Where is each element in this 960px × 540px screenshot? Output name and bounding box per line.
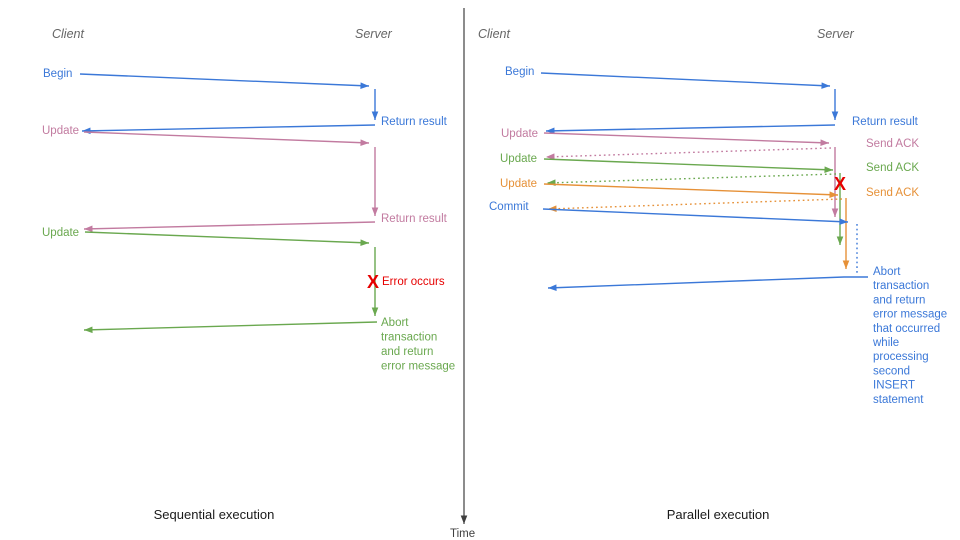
parallel-abort-message-label-line-5: that occurred [873, 323, 940, 335]
sequential-return-result-1-label: Return result [381, 116, 448, 128]
parallel-begin-return-line [545, 124, 836, 132]
parallel-begin-return-arrowhead [546, 127, 555, 135]
parallel-abort-message-label-line-9: INSERT [873, 380, 915, 392]
parallel-abort-message-label-line-2: transaction [873, 280, 929, 292]
parallel-send-ack-2-label: Send ACK [866, 162, 919, 174]
sequential-server-header: Server [355, 27, 393, 41]
sequential-client-header: Client [52, 27, 84, 41]
sequential-update-2-label: Update [42, 227, 79, 239]
sequential-begin-processing-arrowhead [371, 111, 379, 120]
parallel-begin-request-arrowhead [821, 82, 830, 89]
sequential-begin-request-line [79, 73, 370, 87]
sequential-update1-return-line [83, 221, 376, 230]
parallel-server-header: Server [817, 27, 855, 41]
sequential-abort-message-label-line-1: Abort [381, 317, 409, 329]
parallel-update2-processing-arrowhead [836, 236, 844, 245]
sequential-begin-request-arrowhead [360, 82, 369, 89]
parallel-caption: Parallel execution [667, 507, 770, 522]
parallel-send-ack-3-label: Send ACK [866, 187, 919, 199]
sequential-abort-message-label: Abort transaction and return error message [381, 317, 455, 373]
sequential-begin-label: Begin [43, 68, 72, 80]
sequential-begin-return-line [81, 124, 376, 132]
parallel-begin-processing-arrowhead [831, 111, 839, 120]
time-axis-arrowhead [460, 515, 468, 524]
parallel-update3-processing-arrowhead [842, 260, 850, 269]
time-axis-label: Time [450, 528, 475, 540]
parallel-commit-label: Commit [489, 201, 529, 213]
parallel-update3-ack-line [547, 198, 843, 210]
sequential-update2-return-arrowhead [84, 326, 93, 334]
parallel-update2-request-arrowhead [824, 166, 833, 173]
parallel-error-x-mark: X [834, 174, 846, 194]
parallel-abort-message-label-line-6: while [872, 337, 899, 349]
parallel-abort-message-label-line-8: second [873, 365, 910, 377]
sequential-caption: Sequential execution [154, 507, 275, 522]
sequential-update-1-label: Update [42, 125, 79, 137]
parallel-abort-return-arrowhead [548, 284, 557, 291]
parallel-update1-request-line [543, 132, 830, 144]
parallel-update2-ack-line [546, 173, 837, 184]
parallel-abort-return-line [547, 276, 868, 289]
sequential-abort-message-label-line-3: and return [381, 346, 433, 358]
parallel-update-3-label: Update [500, 178, 537, 190]
parallel-update1-processing-arrowhead [831, 208, 839, 217]
sequential-error-occurs-label: Error occurs [382, 276, 445, 288]
sequential-return-result-2-label: Return result [381, 213, 448, 225]
parallel-commit-request-line [542, 208, 849, 223]
sequential-update1-request-arrowhead [360, 139, 369, 146]
sequential-begin-return-arrowhead [82, 127, 91, 135]
parallel-begin-request-line [540, 72, 831, 87]
parallel-commit-request-arrowhead [839, 218, 848, 225]
parallel-abort-message-label-line-10: statement [873, 394, 924, 406]
parallel-send-ack-1-label: Send ACK [866, 138, 919, 150]
parallel-return-result-label: Return result [852, 116, 919, 128]
parallel-update-1-label: Update [501, 128, 538, 140]
parallel-abort-message-label: Abort transaction and return error message t… [872, 266, 947, 406]
sequential-update2-request-line [84, 231, 370, 244]
parallel-update1-ack-line [545, 147, 832, 158]
parallel-abort-message-label-line-4: error message [873, 309, 947, 321]
sequential-update2-return-line [83, 321, 378, 331]
parallel-update3-request-line [543, 183, 839, 196]
sequential-update1-request-line [83, 131, 370, 144]
sequential-abort-message-label-line-4: error message [381, 361, 455, 373]
sequential-update1-processing-arrowhead [371, 207, 379, 216]
sequential-update2-processing-arrowhead [371, 307, 379, 316]
parallel-update-2-label: Update [500, 153, 537, 165]
sequential-error-x-mark: X [367, 272, 379, 292]
parallel-abort-message-label-line-3: and return [873, 294, 925, 306]
parallel-abort-message-label-line-1: Abort [873, 266, 901, 278]
sequential-abort-message-label-line-2: transaction [381, 332, 437, 344]
parallel-begin-label: Begin [505, 66, 534, 78]
parallel-client-header: Client [478, 27, 510, 41]
parallel-update2-request-line [543, 158, 834, 171]
parallel-update1-ack-arrowhead [546, 153, 555, 161]
parallel-update3-request-arrowhead [829, 191, 838, 198]
sequential-update2-request-arrowhead [360, 239, 369, 246]
sequential-update1-return-arrowhead [84, 225, 93, 233]
parallel-update1-request-arrowhead [820, 139, 829, 146]
parallel-abort-message-label-line-7: processing [873, 351, 929, 363]
